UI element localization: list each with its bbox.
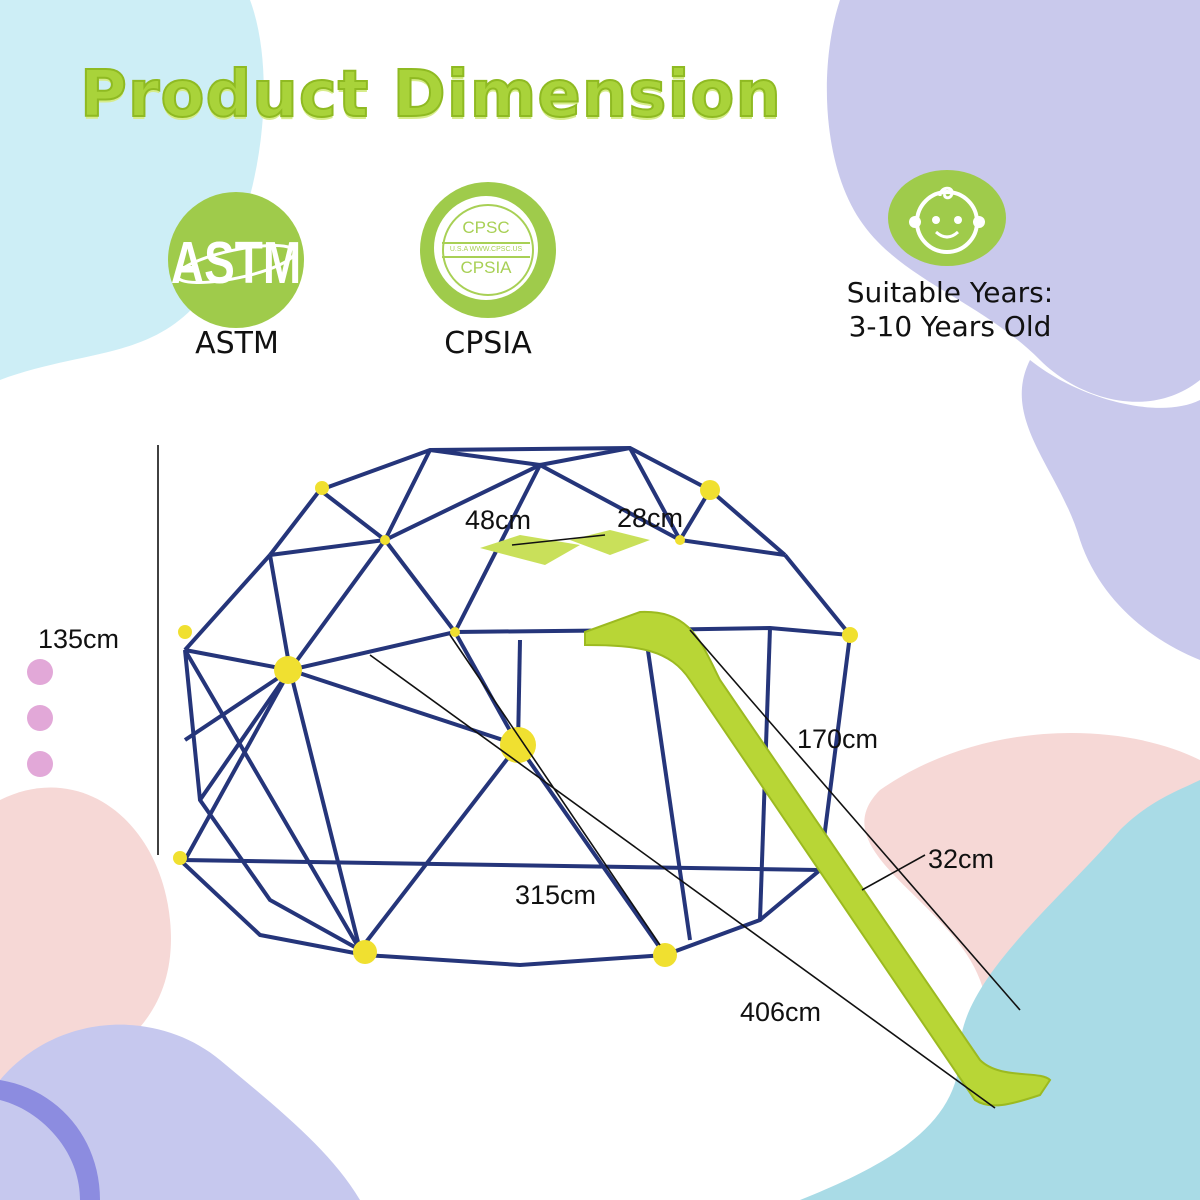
dome-diameter-label: 315cm <box>515 880 597 910</box>
cpsc-logo-bottom: CPSIA <box>460 258 512 277</box>
cpsia-logo: CPSC U.S.A WWW.CPSC.US CPSIA <box>420 182 556 318</box>
cpsc-logo-band: U.S.A WWW.CPSC.US <box>442 242 530 258</box>
height-label: 135cm <box>38 624 120 654</box>
astm-logo: ASTM <box>168 192 304 328</box>
page-title: Product Dimension <box>79 57 782 133</box>
dimension-arrows <box>157 445 1021 1109</box>
astm-logo-mark: ASTM <box>171 230 301 296</box>
slide-length-label: 170cm <box>797 724 879 754</box>
suitable-years-value: 3-10 Years Old <box>848 310 1052 343</box>
cpsc-logo-top: CPSC <box>462 218 510 237</box>
baby-face-icon <box>888 170 1006 266</box>
suitable-years: Suitable Years: 3-10 Years Old <box>800 276 1100 344</box>
cpsia-label: CPSIA <box>444 326 532 361</box>
frame-joints <box>173 480 858 967</box>
suitable-years-label: Suitable Years: <box>846 276 1054 309</box>
astm-label: ASTM <box>195 326 279 361</box>
platform-width-label: 28cm <box>617 503 684 533</box>
slide-width-label: 32cm <box>928 844 995 874</box>
platform-length-label: 48cm <box>465 505 532 535</box>
total-length-label: 406cm <box>740 997 822 1027</box>
